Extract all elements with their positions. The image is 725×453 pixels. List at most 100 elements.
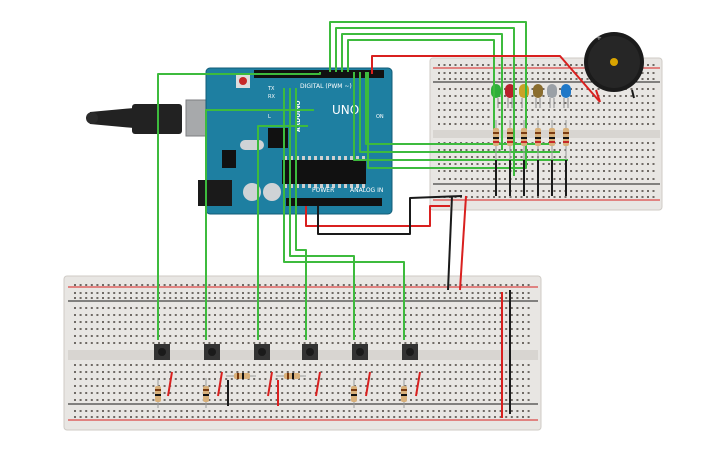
breadboard-hole — [575, 123, 578, 125]
breadboard-hole — [298, 292, 300, 294]
wire-button-3[interactable] — [257, 125, 308, 340]
breadboard-hole — [191, 307, 194, 309]
breadboard-hole — [96, 342, 99, 344]
breadboard-hole — [303, 364, 306, 366]
led[interactable] — [533, 84, 543, 98]
resistor-band — [493, 137, 499, 139]
wire-power-lower[interactable] — [459, 195, 467, 291]
push-button-cap[interactable] — [306, 348, 314, 356]
button-power-jumper[interactable] — [415, 371, 421, 397]
breadboard-hole — [79, 297, 82, 299]
breadboard-hole — [608, 190, 611, 192]
piezo-buzzer[interactable]: + — [584, 32, 644, 103]
breadboard-hole — [191, 321, 194, 323]
breadboard-hole — [443, 371, 446, 373]
button-power-jumper[interactable] — [315, 371, 321, 397]
breadboard-hole — [460, 292, 463, 294]
breadboard-hole — [531, 190, 534, 192]
breadboard-hole — [410, 385, 412, 387]
resistor-band — [535, 132, 541, 134]
led[interactable] — [505, 84, 515, 98]
capacitor-1 — [243, 183, 261, 201]
chip-pin — [308, 184, 311, 188]
breadboard-hole — [258, 328, 261, 330]
wire-led-4[interactable] — [347, 39, 495, 140]
push-button-cap[interactable] — [406, 348, 414, 356]
breadboard-hole — [404, 297, 407, 299]
breadboard-hole — [370, 284, 373, 286]
wire-button-6[interactable] — [283, 88, 405, 340]
arduino-uno-board[interactable]: DIGITAL (PWM ~) UNO ARDUINO POWER ANALOG… — [86, 67, 393, 215]
breadboard-hole — [443, 321, 446, 323]
breadboard-hole — [581, 109, 583, 111]
breadboard-hole — [180, 410, 183, 412]
breadboard-hole — [454, 64, 457, 66]
breadboard-hole — [298, 371, 300, 373]
breadboard-hole — [410, 410, 412, 412]
breadboard-hole — [85, 364, 88, 366]
wire-led-6[interactable] — [359, 72, 560, 153]
breadboard-hole — [258, 284, 261, 286]
breadboard-hole — [516, 399, 519, 401]
breadboard-hole — [219, 335, 222, 337]
wire-button-5[interactable] — [289, 88, 355, 340]
wire-button-2[interactable] — [205, 109, 314, 340]
breadboard-hole — [242, 371, 244, 373]
wire-ground-lower[interactable] — [447, 195, 453, 291]
breadboard-hole — [286, 307, 289, 309]
push-button-cap[interactable] — [356, 348, 364, 356]
breadboard-hole — [516, 364, 519, 366]
breadboard-hole — [113, 328, 116, 330]
led[interactable] — [491, 84, 501, 98]
breadboard-hole — [180, 292, 183, 294]
breadboard-hole — [163, 371, 166, 373]
breadboard-hole — [449, 190, 451, 192]
wire-led-7[interactable] — [365, 72, 552, 145]
button-power-jumper[interactable] — [167, 371, 173, 397]
breadboard-hole — [499, 385, 502, 387]
breadboard-hole — [146, 342, 149, 344]
breadboard-hole — [253, 371, 256, 373]
breadboard-hole — [298, 342, 300, 344]
wire-led-2[interactable] — [335, 27, 515, 176]
breadboard-hole — [286, 416, 289, 418]
button-power-jumper[interactable] — [217, 371, 223, 397]
wire-button-1[interactable] — [157, 72, 321, 340]
breadboard-hole — [337, 378, 340, 380]
push-button-cap[interactable] — [158, 348, 166, 356]
breadboard-hole — [499, 378, 502, 380]
chip-pin — [362, 156, 365, 160]
breadboard-hole — [225, 335, 228, 337]
button-power-jumper[interactable] — [267, 371, 273, 397]
button-power-jumper[interactable] — [365, 371, 371, 397]
breadboard-hole — [443, 385, 446, 387]
led[interactable] — [519, 84, 529, 98]
breadboard-hole — [449, 116, 451, 118]
wire-button-4[interactable] — [295, 88, 307, 340]
breadboard-hole — [466, 292, 468, 294]
led[interactable] — [547, 84, 557, 98]
reset-button[interactable] — [239, 77, 247, 85]
push-button-cap[interactable] — [208, 348, 216, 356]
wire-ground[interactable] — [317, 195, 463, 235]
led[interactable] — [561, 84, 571, 98]
wire-power-buzzer[interactable] — [371, 55, 601, 103]
breadboard-hole — [553, 170, 556, 172]
push-button-cap[interactable] — [258, 348, 266, 356]
wire-led-3[interactable] — [341, 33, 503, 150]
breadboard-hole — [370, 335, 373, 337]
breadboard-hole — [426, 292, 429, 294]
breadboard-hole — [180, 399, 183, 401]
wire-power-5v[interactable] — [305, 205, 450, 227]
breadboard-hole — [454, 378, 457, 380]
breadboard-hole — [236, 328, 239, 330]
breadboard-hole — [393, 378, 396, 380]
breadboard-hole — [146, 399, 149, 401]
breadboard-hole — [537, 109, 539, 111]
breadboard-hole — [130, 392, 132, 394]
breadboard-hole — [641, 170, 644, 172]
breadboard-hole — [471, 307, 474, 309]
breadboard-hole — [619, 190, 622, 192]
breadboard-hole — [393, 410, 396, 412]
breadboard-hole — [471, 371, 474, 373]
